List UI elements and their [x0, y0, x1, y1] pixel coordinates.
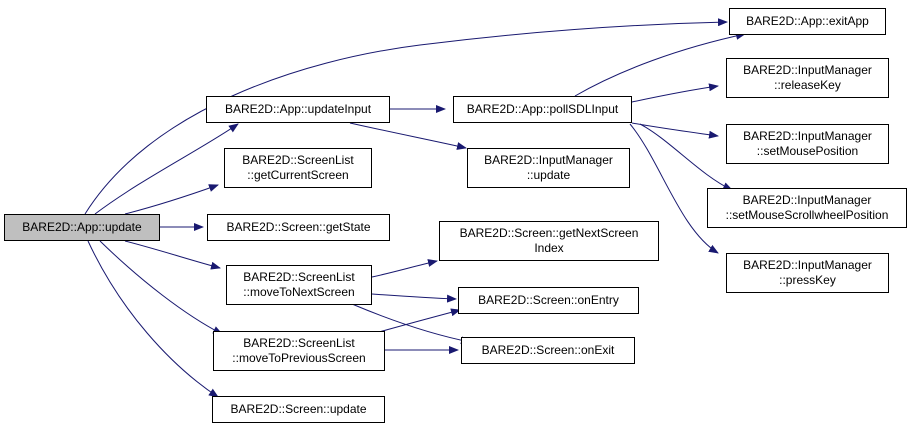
edge-movetopreviousscreen-to-onentry: [371, 308, 461, 335]
edge-update-to-exitapp: [84, 18, 728, 215]
node-app-exitapp[interactable]: BARE2D::App::exitApp: [729, 8, 886, 35]
node-screen-update[interactable]: BARE2D::Screen::update: [212, 396, 385, 423]
node-app-pollsdlinput[interactable]: BARE2D::App::pollSDLInput: [453, 96, 632, 123]
node-inputmanager-setmousescrollwheelposition-line-2: ::setMouseScrollwheelPosition: [725, 208, 889, 222]
node-inputmanager-setmousescrollwheelposition[interactable]: BARE2D::InputManager ::setMouseScrollwhe…: [707, 188, 907, 228]
node-inputmanager-update[interactable]: BARE2D::InputManager ::update: [467, 148, 630, 188]
edge-pollsdlinput-to-setmouseposition: [631, 122, 719, 139]
edge-update-to-movetonextscreen: [124, 240, 221, 270]
node-screenlist-movetopreviousscreen-line-2: ::moveToPreviousScreen: [232, 351, 366, 365]
edge-movetonextscreen-to-onentry: [371, 293, 457, 303]
node-app-update-line-1: BARE2D::App::update: [22, 220, 142, 234]
node-inputmanager-setmouseposition-line-1: BARE2D::InputManager: [743, 129, 872, 143]
node-screen-onentry[interactable]: BARE2D::Screen::onEntry: [458, 287, 639, 314]
node-screenlist-movetonextscreen-line-2: ::moveToNextScreen: [243, 285, 355, 299]
edge-update-to-movetopreviousscreen: [99, 240, 223, 335]
node-screen-getstate-line-1: BARE2D::Screen::getState: [226, 220, 371, 234]
edge-pollsdlinput-to-presskey: [629, 123, 719, 254]
node-app-pollsdlinput-line-1: BARE2D::App::pollSDLInput: [466, 102, 619, 116]
edge-movetonextscreen-to-getnextscreenindex: [371, 259, 438, 278]
node-screenlist-movetonextscreen[interactable]: BARE2D::ScreenList ::moveToNextScreen: [226, 265, 372, 305]
node-app-updateinput[interactable]: BARE2D::App::updateInput: [206, 96, 390, 123]
node-screen-getnextscreenindex-line-1: BARE2D::Screen::getNextScreen: [459, 226, 639, 240]
node-inputmanager-setmouseposition-line-2: ::setMousePosition: [756, 144, 859, 158]
node-screen-onentry-line-1: BARE2D::Screen::onEntry: [478, 293, 619, 307]
edge-movetonextscreen-to-onexit: [351, 303, 471, 345]
node-screenlist-movetopreviousscreen-line-1: BARE2D::ScreenList: [243, 336, 355, 350]
node-screenlist-movetonextscreen-line-1: BARE2D::ScreenList: [243, 270, 355, 284]
node-inputmanager-presskey-line-1: BARE2D::InputManager: [743, 258, 872, 272]
node-app-updateinput-line-1: BARE2D::App::updateInput: [224, 102, 372, 116]
node-screen-update-line-1: BARE2D::Screen::update: [230, 402, 367, 416]
node-inputmanager-setmousescrollwheelposition-line-1: BARE2D::InputManager: [742, 193, 872, 207]
edge-updateinput-to-inputmanagerupdate: [349, 122, 467, 150]
node-inputmanager-releasekey-line-1: BARE2D::InputManager: [743, 63, 872, 77]
edge-update-to-getcurrentscreen: [124, 184, 219, 215]
node-inputmanager-presskey[interactable]: BARE2D::InputManager ::pressKey: [726, 253, 889, 293]
edge-pollsdlinput-to-releasekey: [631, 83, 719, 103]
node-screenlist-getcurrentscreen-line-2: ::getCurrentScreen: [247, 168, 349, 182]
node-inputmanager-releasekey-line-2: ::releaseKey: [774, 78, 841, 92]
edge-update-to-screenupdate: [87, 240, 219, 398]
node-screen-getstate[interactable]: BARE2D::Screen::getState: [207, 214, 390, 241]
node-screen-getnextscreenindex-line-2: Index: [534, 241, 564, 255]
node-screen-onexit-line-1: BARE2D::Screen::onExit: [481, 343, 615, 357]
edge-pollsdlinput-to-exitapp: [574, 31, 746, 97]
node-screenlist-getcurrentscreen[interactable]: BARE2D::ScreenList ::getCurrentScreen: [224, 148, 372, 188]
node-app-update: BARE2D::App::update: [4, 214, 160, 241]
node-screen-onexit[interactable]: BARE2D::Screen::onExit: [461, 337, 635, 364]
node-screen-getnextscreenindex[interactable]: BARE2D::Screen::getNextScreen Index: [439, 221, 659, 261]
edge-pollsdlinput-to-setmousescrollwheelposition: [639, 123, 733, 191]
node-screenlist-getcurrentscreen-line-1: BARE2D::ScreenList: [242, 153, 354, 167]
node-inputmanager-releasekey[interactable]: BARE2D::InputManager ::releaseKey: [726, 58, 889, 98]
edge-update-to-updateinput: [94, 123, 239, 215]
node-inputmanager-update-line-2: ::update: [526, 168, 571, 182]
node-inputmanager-setmouseposition[interactable]: BARE2D::InputManager ::setMousePosition: [726, 124, 889, 164]
node-inputmanager-update-line-1: BARE2D::InputManager: [484, 153, 613, 167]
node-screenlist-movetopreviousscreen[interactable]: BARE2D::ScreenList ::moveToPreviousScree…: [213, 331, 385, 371]
node-inputmanager-presskey-line-2: ::pressKey: [779, 273, 836, 287]
node-app-exitapp-line-1: BARE2D::App::exitApp: [746, 14, 869, 28]
